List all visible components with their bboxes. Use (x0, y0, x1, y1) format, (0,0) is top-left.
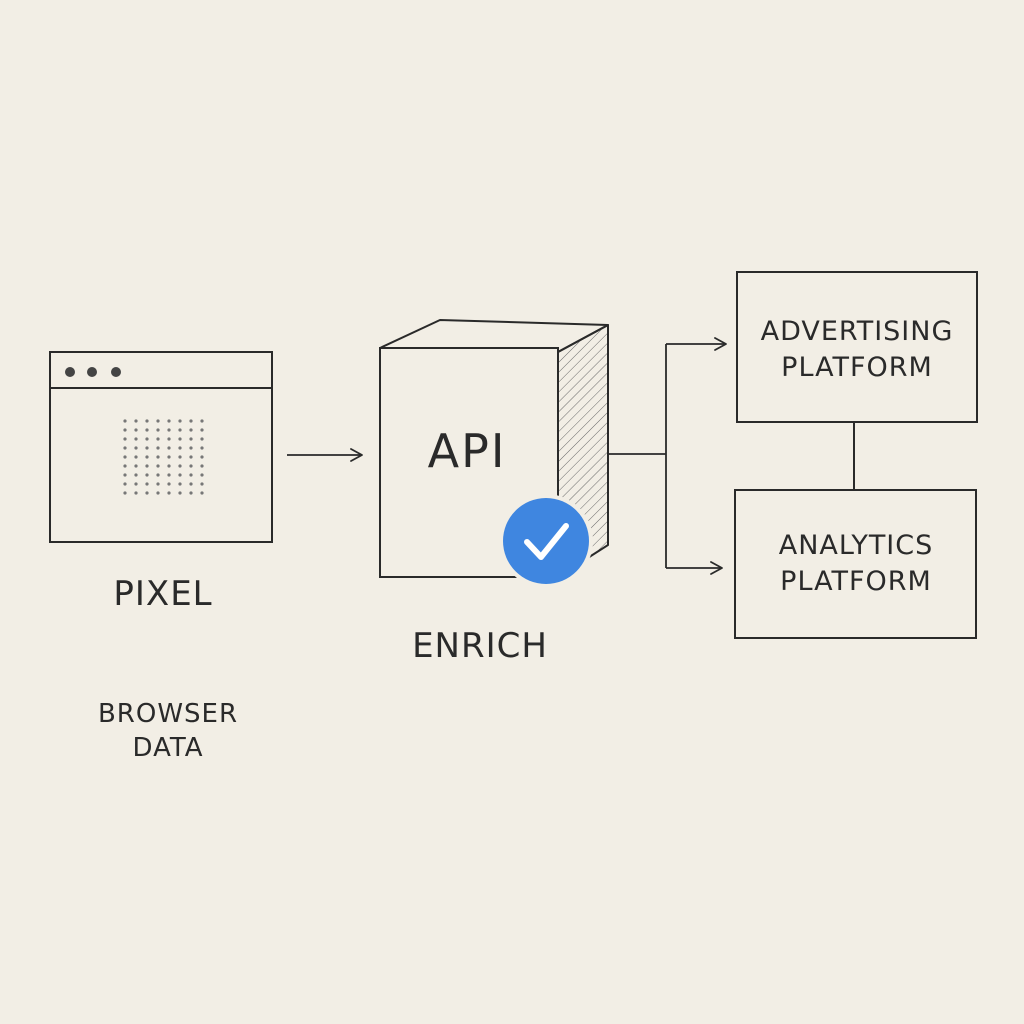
split-connector (609, 337, 727, 575)
advertising-platform-box (736, 271, 978, 423)
analytics-platform-box (734, 489, 977, 639)
browser-data-line2: DATA (132, 733, 204, 763)
verified-check-icon (499, 494, 593, 588)
pixel-label: PIXEL (113, 574, 213, 614)
analytics-line1: ANALYTICS (778, 530, 934, 561)
advertising-platform-label: ADVERTISING PLATFORM (761, 314, 954, 386)
pixel-grid-icon (123, 419, 204, 495)
browser-data-line1: BROWSER (97, 699, 239, 729)
api-label: API (427, 424, 507, 478)
enrich-label: ENRICH (412, 626, 548, 666)
browser-data-label: BROWSER DATA (98, 697, 238, 765)
analytics-platform-label: ANALYTICS PLATFORM (779, 528, 934, 600)
browser-window-icon (49, 351, 273, 543)
analytics-line2: PLATFORM (780, 566, 932, 597)
advertising-line1: ADVERTISING (760, 316, 954, 347)
advertising-line2: PLATFORM (781, 352, 933, 383)
